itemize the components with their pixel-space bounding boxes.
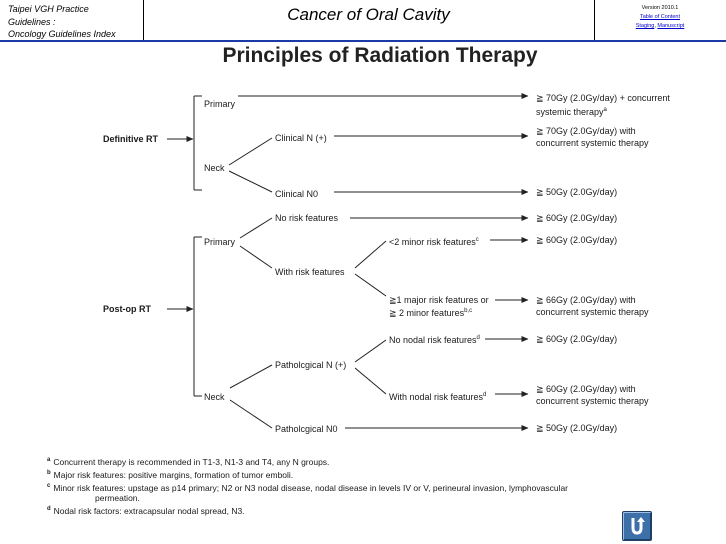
post-op-rt-label: Post-op RT [103,304,151,314]
oncology-guidelines-index-link[interactable]: Oncology Guidelines Index [8,29,116,39]
result-pathological-n0: ≧ 50Gy (2.0Gy/day) [536,423,618,433]
minor-risk-features-label: <2 minor risk featuresc [389,237,479,247]
guidelines-nav: Taipei VGH Practice Guidelines : Oncolog… [8,3,116,41]
result-clinical-n-positive: ≧ 70Gy (2.0Gy/day) with concurrent syste… [536,126,649,148]
clinical-n0-label: Clinical N0 [275,189,319,199]
neck-label-definitive: Neck [204,163,225,173]
clinical-n-positive-label: Clinical N (+) [275,133,327,143]
result-no-nodal-risk: ≧ 60Gy (2.0Gy/day) [536,334,618,344]
guidelines-title-line2: Guidelines : [8,16,56,27]
pathological-n-positive-label: Patholcgical N (+) [275,360,347,370]
result-clinical-n0: ≧ 50Gy (2.0Gy/day) [536,187,618,197]
page-title: Principles of Radiation Therapy [222,44,538,67]
u-turn-back-icon [631,517,645,535]
neck-label-postop: Neck [204,392,225,402]
no-risk-features-label: No risk features [275,213,339,223]
staging-link[interactable]: Staging [635,23,655,29]
document-title: Cancer of Oral Cavity [287,5,450,24]
table-of-content-link[interactable]: Table of Content [639,14,681,20]
definitive-rt-label: Definitive RT [103,134,159,144]
result-no-risk-features: ≧ 60Gy (2.0Gy/day) [536,213,618,223]
manuscript-link[interactable]: Manuscript [657,23,685,29]
page-header: Taipei VGH Practice Guidelines : Oncolog… [0,0,726,42]
primary-label-definitive: Primary [204,99,235,109]
result-major-risk-features: ≧ 66Gy (2.0Gy/day) with concurrent syste… [536,295,649,317]
footnote-c-continued: permeation. [95,493,140,504]
guidelines-title-line1: Taipei VGH Practice [8,4,89,14]
header-right-panel: Version 2010.1 Table of Content Staging,… [596,4,724,31]
result-minor-risk-features: ≧ 60Gy (2.0Gy/day) [536,235,618,245]
back-button[interactable] [622,511,652,541]
primary-label-postop: Primary [204,237,235,247]
result-with-nodal-risk: ≧ 60Gy (2.0Gy/day) with concurrent syste… [536,384,649,406]
version-label: Version 2010.1 [641,5,679,11]
header-divider-right [594,0,595,40]
with-risk-features-label: With risk features [275,267,345,277]
header-rule [0,40,726,42]
major-risk-features-label: ≧1 major risk features or ≧ 2 minor feat… [389,295,489,318]
with-nodal-risk-features-label: With nodal risk featuresd [389,392,487,402]
header-divider-left [143,0,144,40]
result-primary-definitive: ≧ 70Gy (2.0Gy/day) + concurrent systemic… [536,93,670,117]
no-nodal-risk-features-label: No nodal risk featuresd [389,335,480,345]
pathological-n0-label: Patholcgical N0 [275,424,338,434]
